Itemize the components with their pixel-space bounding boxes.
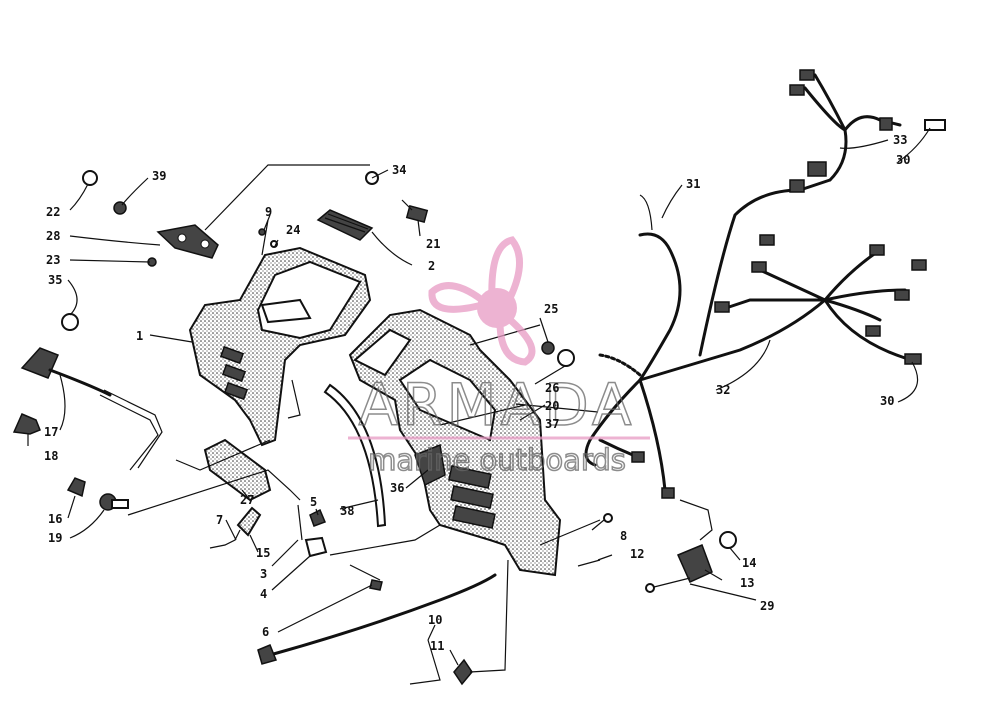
callout-25: 25 [544, 302, 558, 316]
wire-harness [584, 73, 907, 492]
toggle-switch [401, 199, 429, 224]
washer-8 [603, 513, 613, 523]
cable-10 [409, 639, 441, 685]
throttle-cable [20, 347, 163, 471]
ground-strap [268, 573, 497, 657]
callout-38: 38 [340, 504, 354, 518]
callout-10: 10 [428, 613, 442, 627]
callout-33: 33 [893, 133, 907, 147]
bolt-head-29 [645, 583, 655, 593]
callout-6: 6 [262, 625, 269, 639]
callout-13: 13 [740, 576, 754, 590]
light-lens [316, 209, 374, 241]
screw-9 [258, 228, 266, 236]
callout-14: 14 [742, 556, 756, 570]
callout-22: 22 [46, 205, 60, 219]
console-hood-panel [188, 246, 372, 447]
nut-14 [719, 531, 737, 549]
callout-3: 3 [260, 567, 267, 581]
callout-labels: 1 2 3 4 5 6 7 8 9 10 11 12 13 14 15 16 1… [44, 133, 910, 653]
watermark-tagline: marine outboards [368, 443, 626, 477]
callout-17: 17 [44, 425, 58, 439]
callout-26: 26 [545, 381, 559, 395]
nut-25 [541, 341, 555, 355]
nut-22 [82, 170, 98, 186]
callout-28: 28 [46, 229, 60, 243]
knob-16 [66, 477, 86, 498]
callout-11: 11 [430, 639, 444, 653]
callout-18: 18 [44, 449, 58, 463]
mounting-bracket [156, 224, 219, 259]
callout-29: 29 [760, 599, 774, 613]
callout-16: 16 [48, 512, 62, 526]
lever [12, 413, 41, 435]
plate-15 [236, 506, 262, 537]
grommet-35 [61, 313, 79, 331]
callout-27: 27 [240, 493, 254, 507]
switch-19 [99, 493, 129, 511]
bracket-hole [177, 233, 187, 243]
callout-35: 35 [48, 273, 62, 287]
screw-12 [577, 559, 601, 567]
callout-8: 8 [620, 529, 627, 543]
callout-4: 4 [260, 587, 267, 601]
bracket-hole [200, 239, 210, 249]
regulator-13 [677, 499, 713, 583]
callout-30b: 30 [880, 394, 894, 408]
leader-lines [27, 127, 931, 673]
callout-31: 31 [686, 177, 700, 191]
callout-32: 32 [716, 383, 730, 397]
callout-24: 24 [286, 223, 300, 237]
callout-23: 23 [46, 253, 60, 267]
spring-7 [209, 529, 241, 549]
callout-5: 5 [310, 495, 317, 509]
trim-strip [323, 383, 387, 528]
nut-39 [113, 201, 127, 215]
cover-plate [203, 438, 272, 502]
callout-39: 39 [152, 169, 166, 183]
callout-36: 36 [390, 481, 404, 495]
block-4 [304, 536, 328, 558]
propeller-logo-icon [428, 236, 536, 366]
grommet-26 [557, 349, 575, 367]
callout-12: 12 [630, 547, 644, 561]
callout-2: 2 [428, 259, 435, 273]
harness-connectors [631, 69, 946, 499]
callout-34: 34 [392, 163, 406, 177]
strap-terminal [257, 644, 278, 665]
callout-21: 21 [426, 237, 440, 251]
callout-30a: 30 [896, 153, 910, 167]
callout-15: 15 [256, 546, 270, 560]
side-panel [348, 308, 562, 577]
pin-3 [297, 504, 303, 541]
callout-19: 19 [48, 531, 62, 545]
armada-watermark: ARMADA marine outboards [348, 236, 650, 478]
callout-1: 1 [136, 329, 143, 343]
callout-20: 20 [545, 399, 559, 413]
bolt-29 [649, 577, 691, 589]
callout-9: 9 [265, 205, 272, 219]
watermark-brand: ARMADA [358, 371, 635, 439]
callout-37: 37 [545, 417, 559, 431]
callout-7: 7 [216, 513, 223, 527]
